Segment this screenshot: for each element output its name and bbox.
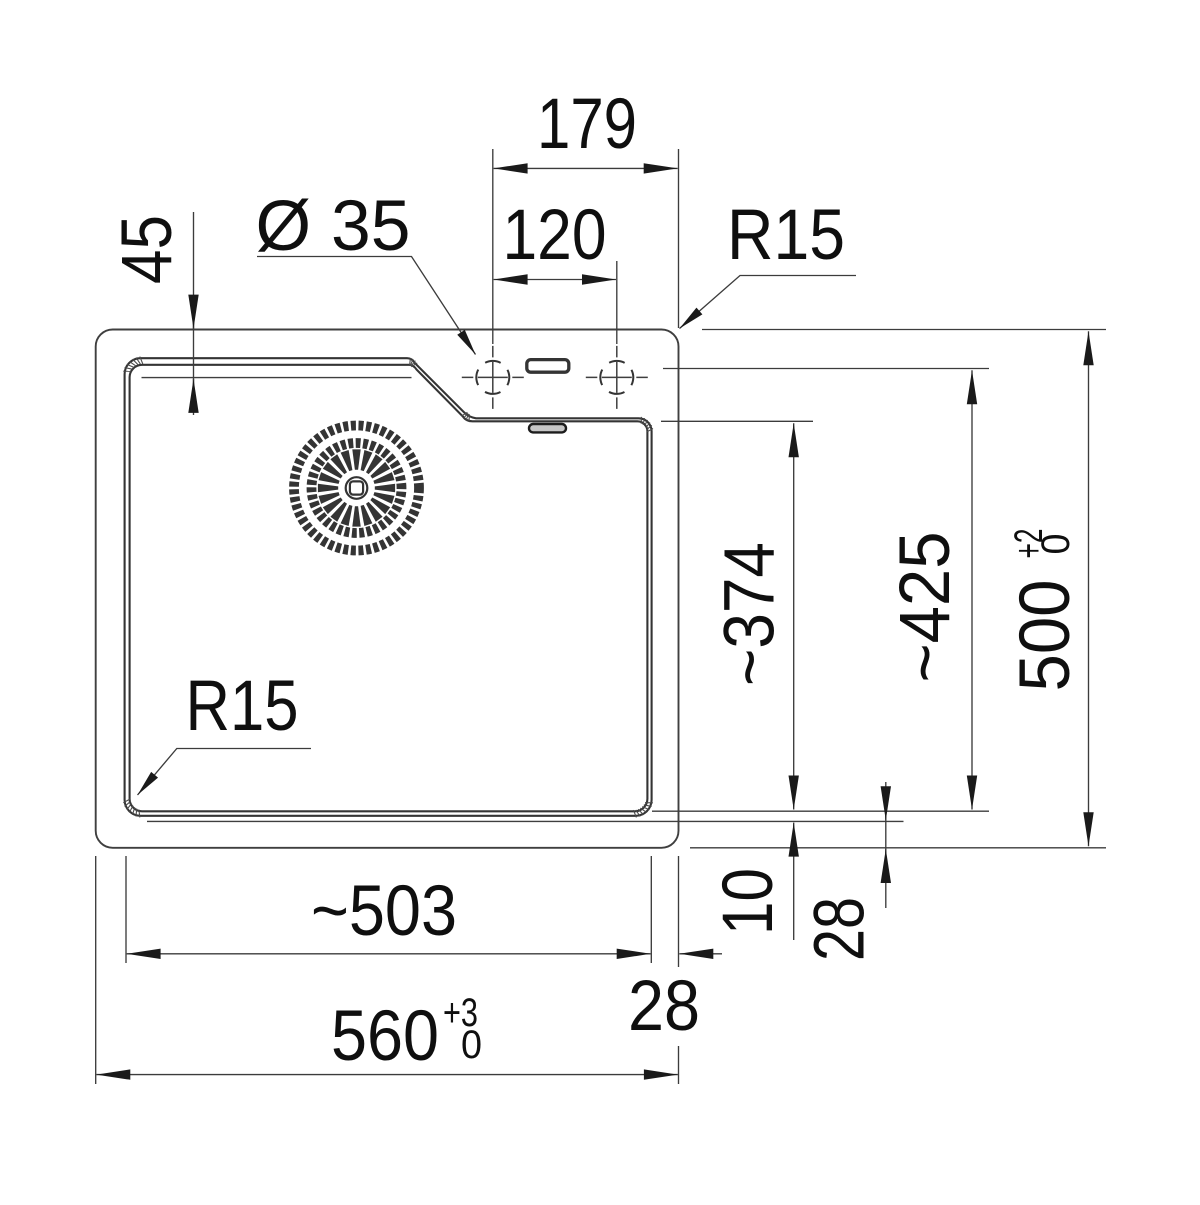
label-radius-bottom: R15: [186, 667, 299, 746]
label-width-560-group: 560 +3 0: [331, 991, 482, 1076]
overflow-slot: [529, 424, 566, 432]
label-radius-top: R15: [727, 196, 845, 275]
label-bowl-height-425: ~425: [886, 532, 965, 683]
label-edge-28-bottom: 28: [628, 967, 700, 1046]
label-rim-45: 45: [108, 215, 187, 284]
dimension-labels: 179 120 Ø 35 R15 45 ~374 ~425 ~503 28 10…: [108, 85, 1085, 1076]
label-depth-500-group: 500 +2 0: [1006, 529, 1085, 692]
label-edge-10: 10: [709, 868, 788, 935]
leader-dia35: [257, 257, 476, 355]
label-depth-500: 500: [1006, 580, 1085, 692]
sink-outer-edge: [96, 330, 679, 848]
label-spacing-120: 120: [503, 196, 607, 275]
leader-r15-bottom: [138, 749, 312, 796]
bowl-outline-outer: [125, 358, 652, 816]
label-bowl-width-503: ~503: [311, 872, 457, 951]
label-hole-diameter: Ø 35: [256, 187, 411, 266]
faucet-hole-right: [586, 346, 648, 409]
label-edge-28-right: 28: [801, 897, 880, 961]
label-bowl-depth-374: ~374: [711, 542, 790, 686]
label-depth-500-tol-minus: 0: [1034, 534, 1078, 555]
tap-knockout-mark: [527, 360, 569, 373]
drain-strainer: [294, 426, 419, 551]
label-width-560-tol-minus: 0: [461, 1023, 482, 1067]
label-width-179: 179: [537, 85, 637, 164]
label-width-560: 560: [331, 997, 439, 1076]
faucet-hole-left: [462, 346, 524, 409]
leader-r15-top: [680, 276, 857, 329]
